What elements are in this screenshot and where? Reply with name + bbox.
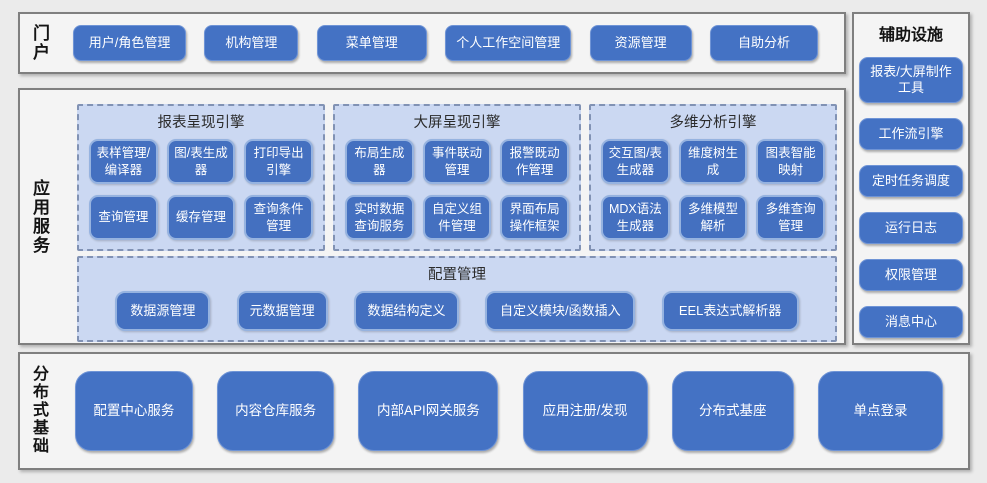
report-render-engine-grid: 表样管理/编译器 图/表生成器 打印导出引擎 查询管理 缓存管理 查询条件管理 xyxy=(89,139,313,240)
node-content-repository-service: 内容仓库服务 xyxy=(217,371,335,451)
node-chart-smart-mapping: 图表智能映射 xyxy=(756,139,825,184)
portal-section: 门户 用户/角色管理 机构管理 菜单管理 个人工作空间管理 资源管理 自助分析 xyxy=(18,12,846,74)
node-mdx-syntax-generator: MDX语法生成器 xyxy=(601,195,670,240)
node-data-structure-definition: 数据结构定义 xyxy=(353,291,459,331)
olap-engine-panel: 多维分析引擎 交互图/表生成器 维度树生成 图表智能映射 MDX语法生成器 多维… xyxy=(589,104,837,251)
node-run-logs: 运行日志 xyxy=(859,212,963,244)
node-multidim-model-parsing: 多维模型解析 xyxy=(678,195,748,240)
node-resource-mgmt: 资源管理 xyxy=(589,25,692,61)
distributed-foundation-row: 配置中心服务 内容仓库服务 内部API网关服务 应用注册/发现 分布式基座 单点… xyxy=(74,371,943,451)
node-alarm-action-mgmt: 报警既动作管理 xyxy=(500,139,569,184)
node-layout-generator: 布局生成器 xyxy=(345,139,414,184)
node-workflow-engine: 工作流引擎 xyxy=(859,118,963,150)
config-mgmt-title: 配置管理 xyxy=(428,267,486,283)
node-user-role-mgmt: 用户/角色管理 xyxy=(73,25,187,61)
app-services-label: 应用服务 xyxy=(33,178,51,255)
aux-facilities-section: 辅助设施 报表/大屏制作工具 工作流引擎 定时任务调度 运行日志 权限管理 消息… xyxy=(852,12,970,345)
node-cache-mgmt: 缓存管理 xyxy=(166,195,236,240)
node-org-mgmt: 机构管理 xyxy=(204,25,299,61)
app-services-section: 应用服务 报表呈现引擎 表样管理/编译器 图/表生成器 打印导出引擎 查询管理 … xyxy=(18,88,846,345)
node-event-linkage-mgmt: 事件联动管理 xyxy=(422,139,492,184)
node-chart-table-generator: 图/表生成器 xyxy=(166,139,236,184)
node-permission-mgmt: 权限管理 xyxy=(859,259,963,291)
bigscreen-render-engine-grid: 布局生成器 事件联动管理 报警既动作管理 实时数据查询服务 自定义组件管理 界面… xyxy=(345,139,569,240)
node-scheduled-task-scheduler: 定时任务调度 xyxy=(859,165,963,197)
portal-label: 门户 xyxy=(33,23,51,62)
node-dimension-tree-generation: 维度树生成 xyxy=(678,139,748,184)
node-internal-api-gateway-service: 内部API网关服务 xyxy=(358,371,499,451)
node-custom-component-mgmt: 自定义组件管理 xyxy=(422,195,492,240)
node-custom-module-function-insert: 自定义模块/函数插入 xyxy=(485,291,636,331)
engines-row: 报表呈现引擎 表样管理/编译器 图/表生成器 打印导出引擎 查询管理 缓存管理 … xyxy=(77,104,837,251)
node-query-condition-mgmt: 查询条件管理 xyxy=(244,195,313,240)
node-report-template-mgmt-compiler: 表样管理/编译器 xyxy=(89,139,158,184)
node-config-center-service: 配置中心服务 xyxy=(74,371,193,451)
portal-row: 用户/角色管理 机构管理 菜单管理 个人工作空间管理 资源管理 自助分析 xyxy=(73,25,818,61)
node-datasource-mgmt: 数据源管理 xyxy=(115,291,211,331)
aux-facilities-column: 报表/大屏制作工具 工作流引擎 定时任务调度 运行日志 权限管理 消息中心 xyxy=(859,57,963,338)
node-print-export-engine: 打印导出引擎 xyxy=(244,139,313,184)
aux-facilities-title: 辅助设施 xyxy=(878,27,943,44)
node-message-center: 消息中心 xyxy=(859,306,963,338)
report-render-engine-panel: 报表呈现引擎 表样管理/编译器 图/表生成器 打印导出引擎 查询管理 缓存管理 … xyxy=(77,104,325,251)
distributed-foundation-section: 分布式基础 配置中心服务 内容仓库服务 内部API网关服务 应用注册/发现 分布… xyxy=(18,352,970,470)
node-personal-workspace-mgmt: 个人工作空间管理 xyxy=(445,25,572,61)
node-report-bigscreen-authoring-tool: 报表/大屏制作工具 xyxy=(859,57,963,103)
node-interactive-chart-generator: 交互图/表生成器 xyxy=(601,139,670,184)
node-distributed-base: 分布式基座 xyxy=(671,371,794,451)
report-render-engine-title: 报表呈现引擎 xyxy=(157,115,245,131)
distributed-foundation-label: 分布式基础 xyxy=(32,366,49,455)
node-realtime-data-query-service: 实时数据查询服务 xyxy=(345,195,414,240)
node-single-sign-on: 单点登录 xyxy=(818,371,943,451)
node-eel-expression-parser: EEL表达式解析器 xyxy=(661,291,799,331)
node-self-service-analysis: 自助分析 xyxy=(709,25,818,61)
olap-engine-grid: 交互图/表生成器 维度树生成 图表智能映射 MDX语法生成器 多维模型解析 多维… xyxy=(601,139,825,240)
node-app-registration-discovery: 应用注册/发现 xyxy=(522,371,648,451)
bigscreen-render-engine-title: 大屏呈现引擎 xyxy=(413,115,501,131)
node-query-mgmt: 查询管理 xyxy=(89,195,158,240)
config-mgmt-row: 数据源管理 元数据管理 数据结构定义 自定义模块/函数插入 EEL表达式解析器 xyxy=(89,291,825,331)
node-metadata-mgmt: 元数据管理 xyxy=(236,291,328,331)
olap-engine-title: 多维分析引擎 xyxy=(669,115,757,131)
node-multidim-query-mgmt: 多维查询管理 xyxy=(756,195,825,240)
config-mgmt-panel: 配置管理 数据源管理 元数据管理 数据结构定义 自定义模块/函数插入 EEL表达… xyxy=(77,256,837,342)
node-menu-mgmt: 菜单管理 xyxy=(316,25,427,61)
node-ui-layout-operation-framework: 界面布局操作框架 xyxy=(500,195,569,240)
bigscreen-render-engine-panel: 大屏呈现引擎 布局生成器 事件联动管理 报警既动作管理 实时数据查询服务 自定义… xyxy=(333,104,581,251)
